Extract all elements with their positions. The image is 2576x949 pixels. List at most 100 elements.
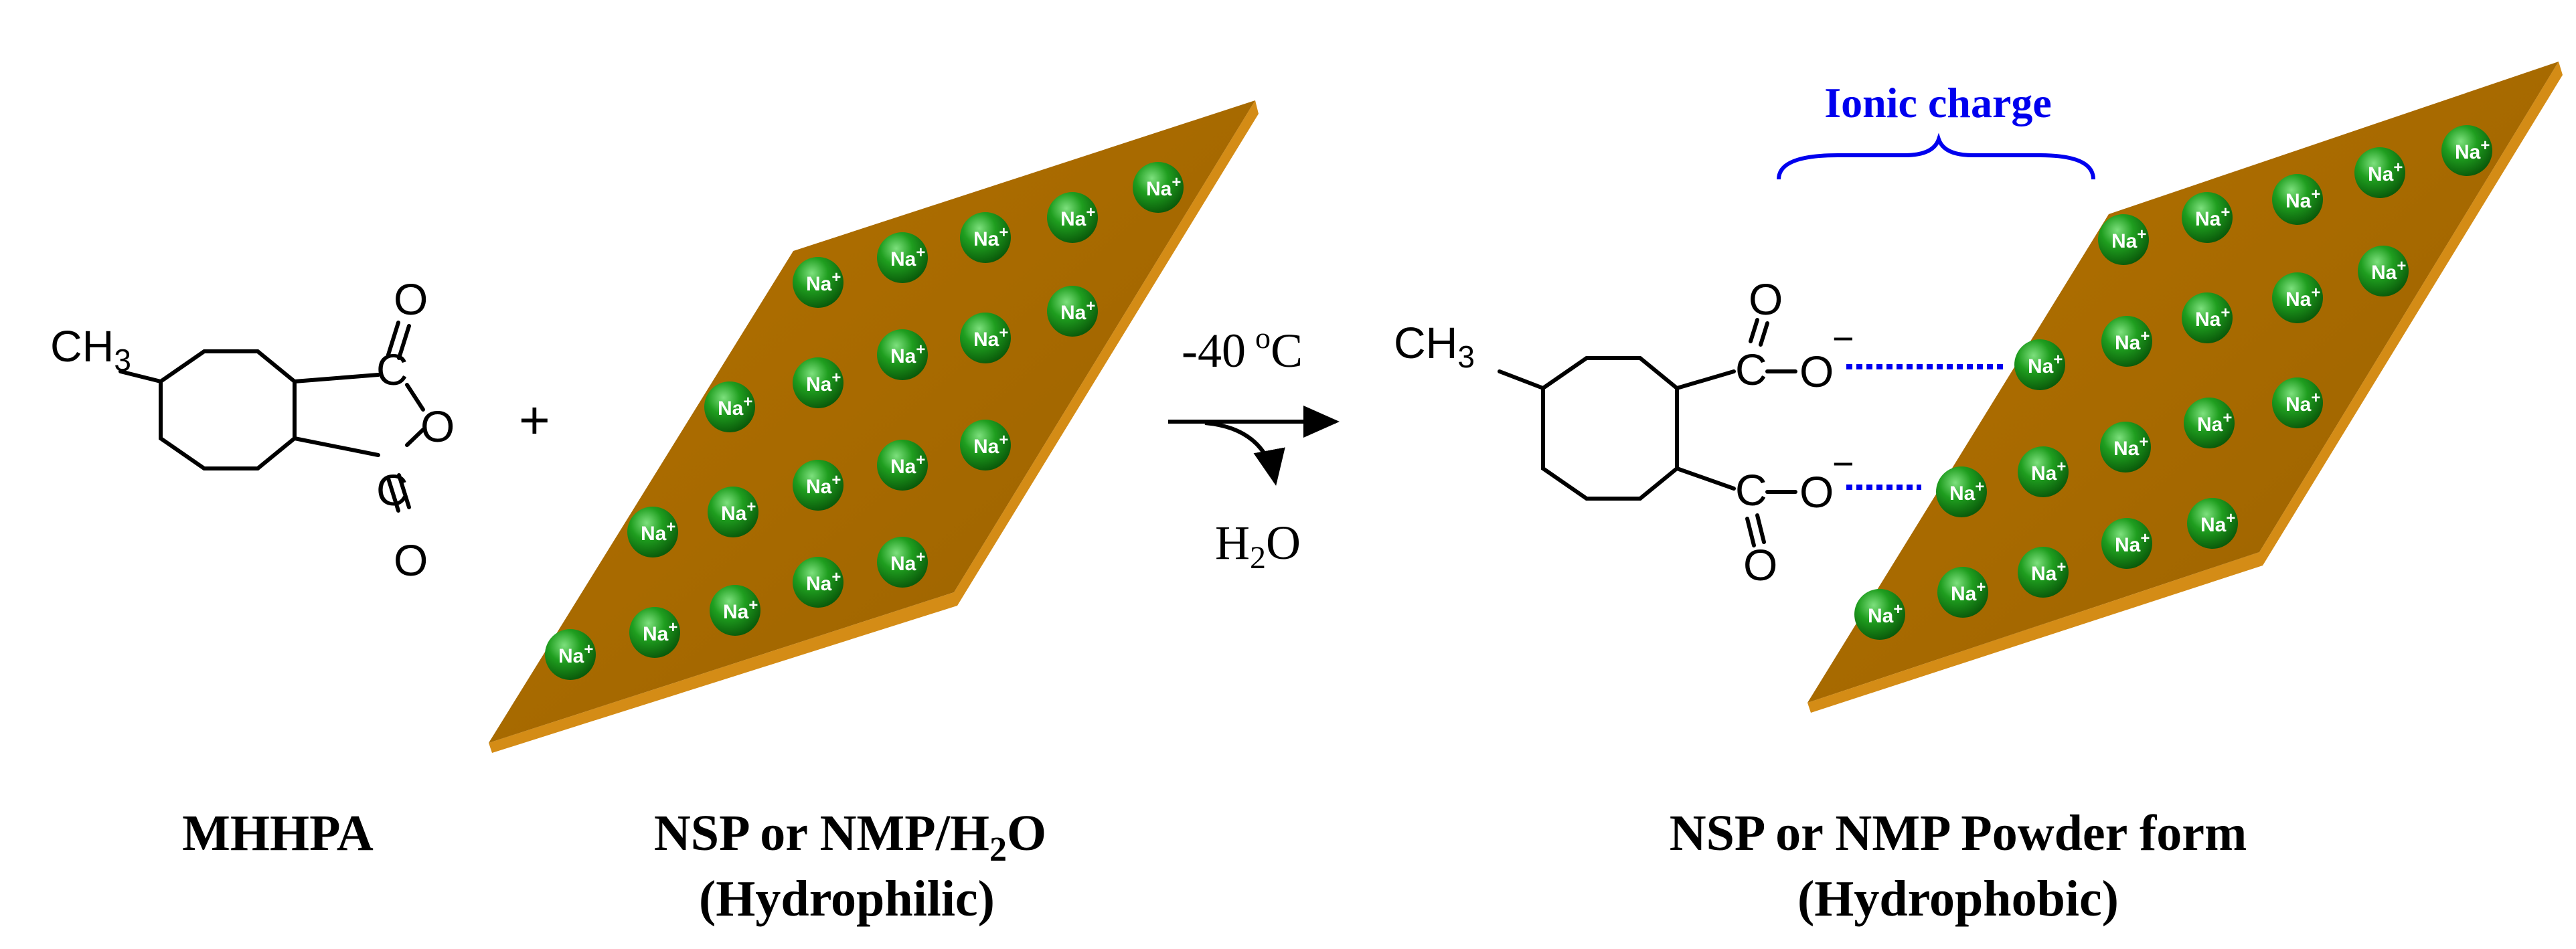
sodium-ion-label: Na+ — [1060, 203, 1095, 230]
sodium-ion-sphere — [877, 440, 928, 491]
sodium-ion: Na+ — [1047, 286, 1098, 337]
sodium-ion: Na+ — [704, 381, 755, 432]
sodium-ion-sphere — [2098, 214, 2149, 265]
sodium-ion: Na+ — [2182, 292, 2233, 343]
product-carbonyl-oxygen-bottom: O — [1743, 540, 1777, 590]
sodium-ion-label: Na+ — [643, 618, 677, 645]
sodium-ion-label: Na+ — [2285, 185, 2320, 212]
sodium-ion-label: Na+ — [2115, 529, 2150, 556]
product-sheet-surface — [1807, 62, 2559, 703]
sodium-ion-label: Na+ — [2371, 257, 2406, 284]
reactant-bonds — [118, 321, 425, 513]
sodium-ion-sphere — [2100, 422, 2151, 472]
sodium-ion: Na+ — [2184, 398, 2235, 448]
sodium-ion: Na+ — [877, 232, 928, 283]
sodium-ion-sphere — [793, 257, 843, 308]
sodium-ion: Na+ — [2018, 547, 2069, 598]
negative-charge-top: − — [1832, 317, 1854, 359]
sodium-ion-label: Na+ — [1951, 578, 1986, 605]
sodium-ion: Na+ — [960, 212, 1011, 263]
sodium-ion-label: Na+ — [806, 471, 841, 498]
sodium-ion-label: Na+ — [718, 393, 752, 420]
sodium-ion-label: Na+ — [2028, 351, 2063, 377]
clay-sheet-surface — [489, 100, 1255, 743]
product-bonds — [1498, 318, 1797, 547]
sodium-ion-label: Na+ — [2195, 203, 2230, 230]
sodium-ion-sphere — [2187, 498, 2238, 549]
carbonyl-oxygen-bottom: O — [394, 535, 428, 585]
sodium-ion-sphere — [2272, 174, 2323, 225]
product-sheet-edge — [1807, 62, 2563, 713]
sodium-ion: Na+ — [2101, 316, 2152, 367]
sodium-ion: Na+ — [2441, 125, 2492, 176]
sodium-ion-sphere — [2101, 316, 2152, 367]
sodium-ion: Na+ — [627, 507, 678, 557]
sodium-ion-sphere — [545, 629, 596, 680]
sodium-ion: Na+ — [960, 313, 1011, 363]
sodium-ion-sphere — [704, 381, 755, 432]
sodium-ion-label: Na+ — [2455, 137, 2490, 163]
sodium-ion: Na+ — [2100, 422, 2151, 472]
sodium-ion-label: Na+ — [1060, 297, 1095, 324]
sodium-ion: Na+ — [793, 557, 843, 608]
sodium-ion: Na+ — [2098, 214, 2149, 265]
product-methyl-group: CH3 — [1394, 318, 1475, 374]
sodium-ion-label: Na+ — [806, 369, 841, 396]
product-carbonyl-oxygen-top: O — [1749, 274, 1783, 324]
sodium-ion: Na+ — [545, 629, 596, 680]
reagent-caption-line1: NSP or NMP/H2O — [654, 805, 1046, 869]
sodium-ion-sphere — [2018, 547, 2069, 598]
sodium-ion-sphere — [2354, 147, 2405, 198]
product-carbon-bottom: C — [1735, 465, 1767, 515]
sodium-ion-label: Na+ — [2368, 159, 2403, 185]
sodium-ion-sphere — [2272, 377, 2323, 428]
sodium-ion: Na+ — [877, 329, 928, 380]
ring-oxygen: O — [420, 402, 455, 451]
product-caption-line2: (Hydrophobic) — [1797, 871, 2119, 927]
sodium-ion-label: Na+ — [890, 341, 925, 367]
sodium-ion: Na+ — [2358, 246, 2409, 296]
sodium-ion-label: Na+ — [806, 268, 841, 295]
sodium-ion-sphere — [1937, 567, 1988, 618]
sodium-ion-label: Na+ — [2031, 558, 2066, 585]
sodium-ion-sphere — [2184, 398, 2235, 448]
byproduct-curved-arrow — [1204, 421, 1285, 486]
sodium-ion-sphere — [1854, 589, 1905, 640]
sodium-ion: Na+ — [1047, 192, 1098, 243]
sodium-ion-sphere — [2441, 125, 2492, 176]
product-oxygen-bottom: O — [1799, 467, 1834, 517]
sodium-ion-sphere — [2014, 339, 2065, 390]
reactant-caption: MHHPA — [182, 805, 374, 861]
sodium-ion: Na+ — [710, 585, 760, 636]
sodium-ion-sphere — [960, 212, 1011, 263]
sodium-ion-sphere — [2272, 272, 2323, 323]
sodium-ion: Na+ — [1854, 589, 1905, 640]
sodium-ion-label: Na+ — [890, 548, 925, 575]
carbonyl-carbon-bottom: C — [376, 465, 408, 515]
sodium-ion: Na+ — [2272, 272, 2323, 323]
sodium-ion-label: Na+ — [2285, 389, 2320, 416]
carbonyl-oxygen-top: O — [394, 274, 428, 324]
sodium-ion-label: Na+ — [973, 324, 1008, 351]
sodium-ion-sphere — [877, 537, 928, 588]
ionic-charge-bracket — [1777, 133, 2095, 180]
sodium-ion-sphere — [2018, 446, 2069, 497]
carbonyl-carbon-top: C — [376, 345, 408, 394]
sodium-ion: Na+ — [629, 607, 680, 658]
sodium-ion-label: Na+ — [641, 518, 675, 545]
ionic-charge-label: Ionic charge — [1824, 79, 2052, 126]
sodium-ion-label: Na+ — [2113, 433, 2148, 460]
sodium-ion-sphere — [960, 313, 1011, 363]
sodium-ion-sphere — [793, 557, 843, 608]
sodium-ion: Na+ — [793, 357, 843, 408]
sodium-ion-label: Na+ — [2197, 409, 2232, 436]
sodium-ion: Na+ — [2187, 498, 2238, 549]
sodium-ion-label: Na+ — [723, 596, 758, 623]
plus-sign: + — [519, 390, 550, 450]
byproduct-water: H2O — [1215, 516, 1301, 576]
sodium-ion-sphere — [1936, 466, 1987, 517]
reagent-caption-line2: (Hydrophilic) — [699, 871, 995, 927]
